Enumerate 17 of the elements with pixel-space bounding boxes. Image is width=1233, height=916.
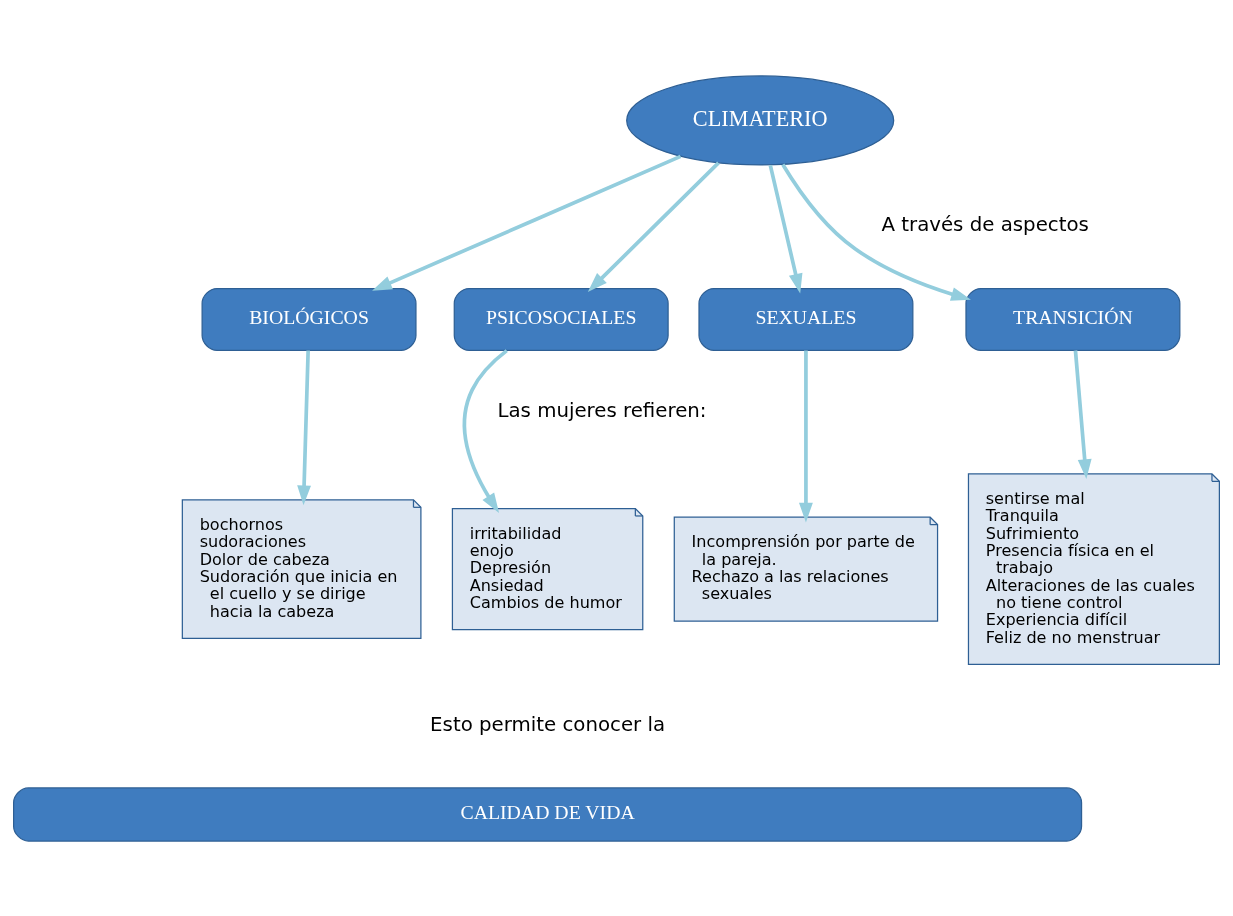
node-ellipse: CLIMATERIO	[626, 74, 895, 166]
arrow	[297, 349, 311, 505]
arrow	[799, 350, 813, 523]
node-box: CALIDAD DE VIDA	[13, 786, 1083, 842]
arrow	[462, 348, 508, 513]
arrow	[587, 161, 720, 292]
arrow	[768, 164, 803, 294]
arrow	[372, 154, 682, 291]
label: Esto permite conocer la	[430, 712, 666, 736]
label: A través de aspectos	[881, 212, 1089, 236]
node-box: PSICOSOCIALES	[453, 287, 669, 351]
arrow	[1073, 349, 1092, 479]
node-box: BIOLÓGICOS	[201, 287, 417, 351]
label: Las mujeres refieren:	[497, 398, 707, 422]
arrow	[781, 162, 971, 301]
node-box: TRANSICIÓN	[965, 287, 1181, 351]
node-box: SEXUALES	[698, 287, 914, 351]
